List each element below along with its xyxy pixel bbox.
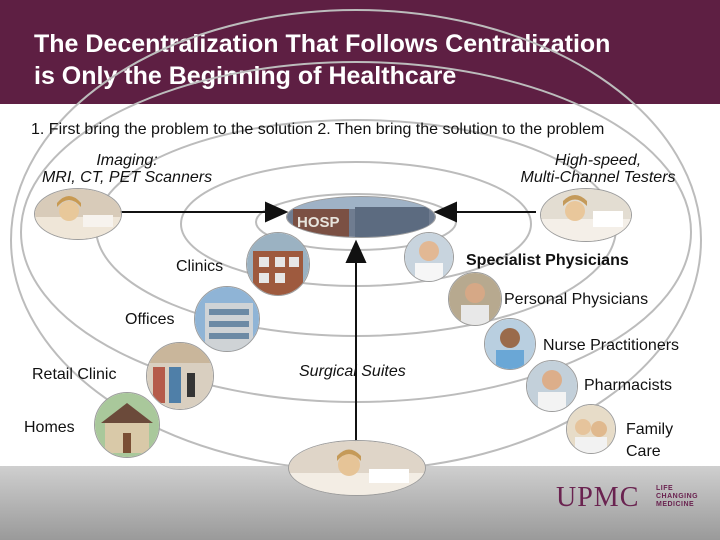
pharmacists-label: Pharmacists [584,377,673,394]
arrows [100,201,536,446]
nurse-practitioners-label: Nurse Practitioners [543,337,680,354]
family-care-label: Family Care [626,421,674,460]
specialist-physicians-label: Specialist Physicians [466,252,629,269]
offices-label: Offices [125,311,175,328]
testers-label: High-speed, Multi-Channel Testers [520,152,676,186]
logo-wordmark: UPMC [556,482,640,513]
specialist-photo [404,232,454,282]
retail-clinic-photo [146,342,214,410]
hospital-photo: HOSP [286,196,436,238]
surgery-photo [288,440,426,496]
offices-photo [194,286,260,352]
right-arrowhead [433,201,457,223]
slide-subtitle: 1. First bring the problem to the soluti… [31,121,605,138]
surgical-suites-label: Surgical Suites [299,363,406,380]
retail-clinic-label: Retail Clinic [32,366,117,383]
homes-label: Homes [24,419,75,436]
logo-tagline: LIFE CHANGING MEDICINE [656,485,699,508]
upmc-logo: UPMC LIFE CHANGING MEDICINE [556,482,716,518]
family-photo [566,404,616,454]
personal-physicians-label: Personal Physicians [504,291,649,308]
testers-photo [540,188,632,242]
nurse-photo [484,318,536,370]
imaging-label: Imaging: MRI, CT, PET Scanners [41,152,213,186]
personal-physician-photo [448,272,502,326]
up-arrowhead [345,239,367,263]
home-photo [94,392,160,458]
clinics-label: Clinics [176,258,224,275]
clinic-photo [246,232,310,296]
imaging-photo [34,188,122,240]
left-arrowhead [265,201,289,223]
pharmacist-photo [526,360,578,412]
svg-text:HOSP: HOSP [297,214,340,231]
